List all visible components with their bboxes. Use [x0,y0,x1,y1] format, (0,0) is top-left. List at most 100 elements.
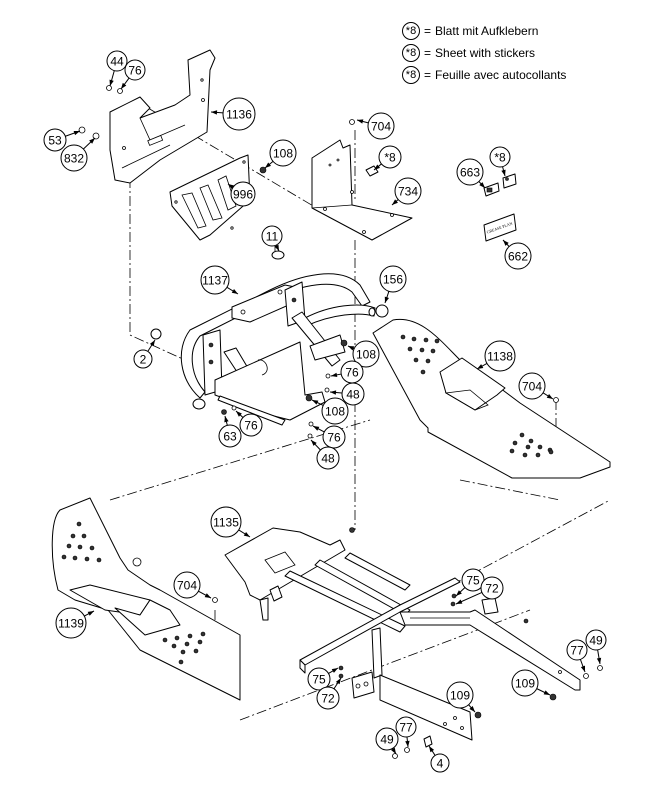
legend-row-fr: *8 = Feuille avec autocollants [402,64,566,86]
arrowhead-icon [89,138,95,144]
legend-text-fr: Feuille avec autocollants [435,68,567,82]
arrowhead-icon [274,244,279,251]
hardware [78,85,603,759]
arrowhead-icon [204,593,211,598]
legend-equals: = [424,68,432,82]
callout-star8: *8 [489,146,511,177]
callout-108: 108 [347,340,380,368]
callout-label: 704 [177,579,197,593]
nut-109-a [474,711,482,719]
washer-77-a [583,673,589,679]
sticker-sheet-badge: *8 [402,22,420,40]
arrowhead-icon [236,411,242,417]
washer-77-b [404,747,410,753]
nut-108-right [340,339,348,347]
callout-label: 72 [485,582,499,596]
callout-53: 53 [43,128,81,152]
bushing-11 [271,250,285,260]
callout-1136: 1136 [210,97,256,131]
arrowhead-icon [211,110,218,115]
legend-equals: = [424,24,432,38]
sticker-sheet-badge: *8 [402,66,420,84]
callout-circle [430,753,450,773]
callout-circle [269,139,297,167]
callout-77: 77 [395,716,417,748]
callout-circle [261,225,283,247]
decal-sheet-8 [502,173,517,189]
callout-label: *8 [384,151,396,165]
callout-label: 734 [398,185,418,199]
arrowhead-icon [228,184,235,190]
arrowhead-icon [391,747,396,754]
arrowhead-icon [501,169,506,176]
washer-76-c [231,405,237,411]
legend-text-de: Blatt mit Aufklebern [435,24,539,38]
bolt-44 [106,85,112,91]
clip-4 [423,735,433,748]
callout-1138: 1138 [476,340,516,372]
callout-circle [173,571,201,599]
callout-63: 63 [218,415,242,448]
callout-circle [480,576,504,600]
callout-circle [446,681,474,709]
step-holes-lower [162,631,206,665]
screw-704-right [553,397,559,403]
arrowhead-icon [149,340,155,347]
washer-2 [150,328,162,340]
callout-label: 662 [508,250,528,264]
arrowhead-icon [596,657,602,664]
callout-circle [60,144,88,172]
arrowhead-icon [313,426,320,431]
arrowhead-icon [311,440,317,446]
callout-circle [518,372,546,400]
callout-48: 48 [329,382,365,406]
callout-circle [566,639,588,661]
washer-76-b [325,373,331,379]
callout-72: 72 [455,576,504,605]
callout-circle [222,97,256,131]
callout-circle [43,128,67,152]
washer-76 [117,88,123,94]
callout-704: 704 [173,571,212,599]
callout-label: 156 [383,273,403,287]
callout-label: 1136 [226,108,252,122]
callout-star8: *8 [373,145,402,171]
callout-77: 77 [566,639,588,673]
decals: GREASE PLAN [483,173,517,242]
washer-76-d [308,421,314,427]
centerline-left-plate [109,419,371,501]
arrowhead-icon [312,400,319,405]
callout-704: 704 [356,112,395,140]
arrowhead-icon [330,390,337,395]
arrowhead-icon [331,372,338,378]
callout-circle [456,158,484,186]
callout-circle [307,667,331,691]
arrowhead-icon [503,240,509,246]
callout-109: 109 [446,681,476,713]
callout-label: 76 [327,431,341,445]
callout-circle [210,506,242,538]
arrowhead-icon [392,199,398,205]
callout-72: 72 [316,677,342,710]
callout-circle [341,382,365,406]
callouts: 4476538321136108996704*8734663*866211113… [43,50,607,773]
callout-1139: 1139 [55,607,95,639]
nut-108-lower [305,394,313,402]
arrowhead-icon [546,393,553,399]
callout-circle [316,686,340,710]
legend-equals: = [424,46,432,60]
part-1136-bracket [109,49,216,184]
callout-44: 44 [106,50,128,87]
callout-label: 48 [346,388,360,402]
arrowhead-icon [109,79,114,86]
bolt-75-a [451,593,457,599]
callout-label: 108 [356,348,376,362]
callout-circle [379,265,407,293]
tube-end [192,398,206,410]
decal-662-plate [483,213,517,242]
callout-1137: 1137 [200,265,239,295]
arrowhead-icon [348,346,355,351]
callout-circle [55,607,87,639]
step-holes-lower [509,432,554,458]
callout-label: 44 [110,55,124,69]
